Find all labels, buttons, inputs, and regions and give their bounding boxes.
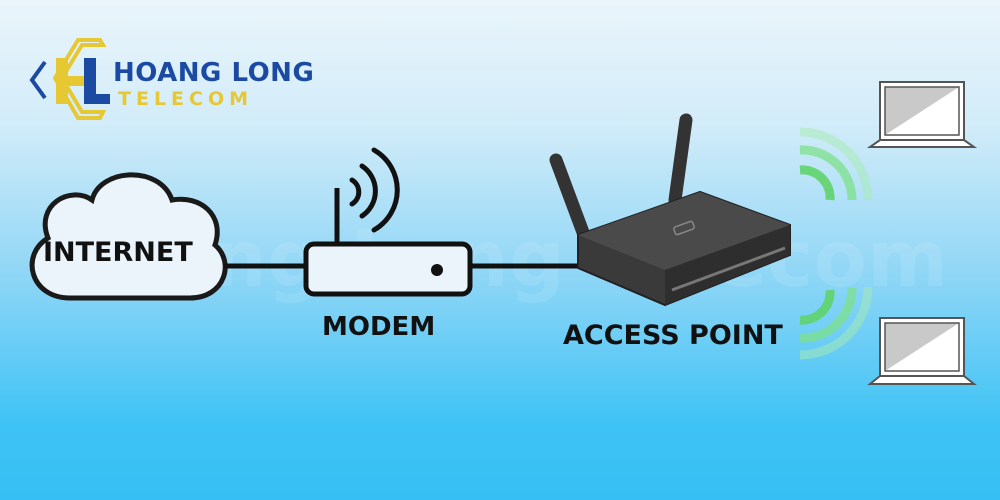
wifi-signal-top-icon [799,127,873,201]
access-point-label: ACCESS POINT [563,320,783,351]
modem-label: MODEM [322,312,436,342]
cloud-icon [29,172,228,301]
access-point-icon [549,113,791,307]
laptop-icon [867,317,977,385]
logo-icon [29,38,110,120]
modem-icon [303,147,473,297]
wifi-signal-bottom-icon [799,286,873,360]
logo-title: HOANG LONG [113,58,315,88]
laptop-icon [866,81,978,148]
logo-subtitle: TELECOM [118,88,254,110]
internet-label: INTERNET [43,237,193,268]
